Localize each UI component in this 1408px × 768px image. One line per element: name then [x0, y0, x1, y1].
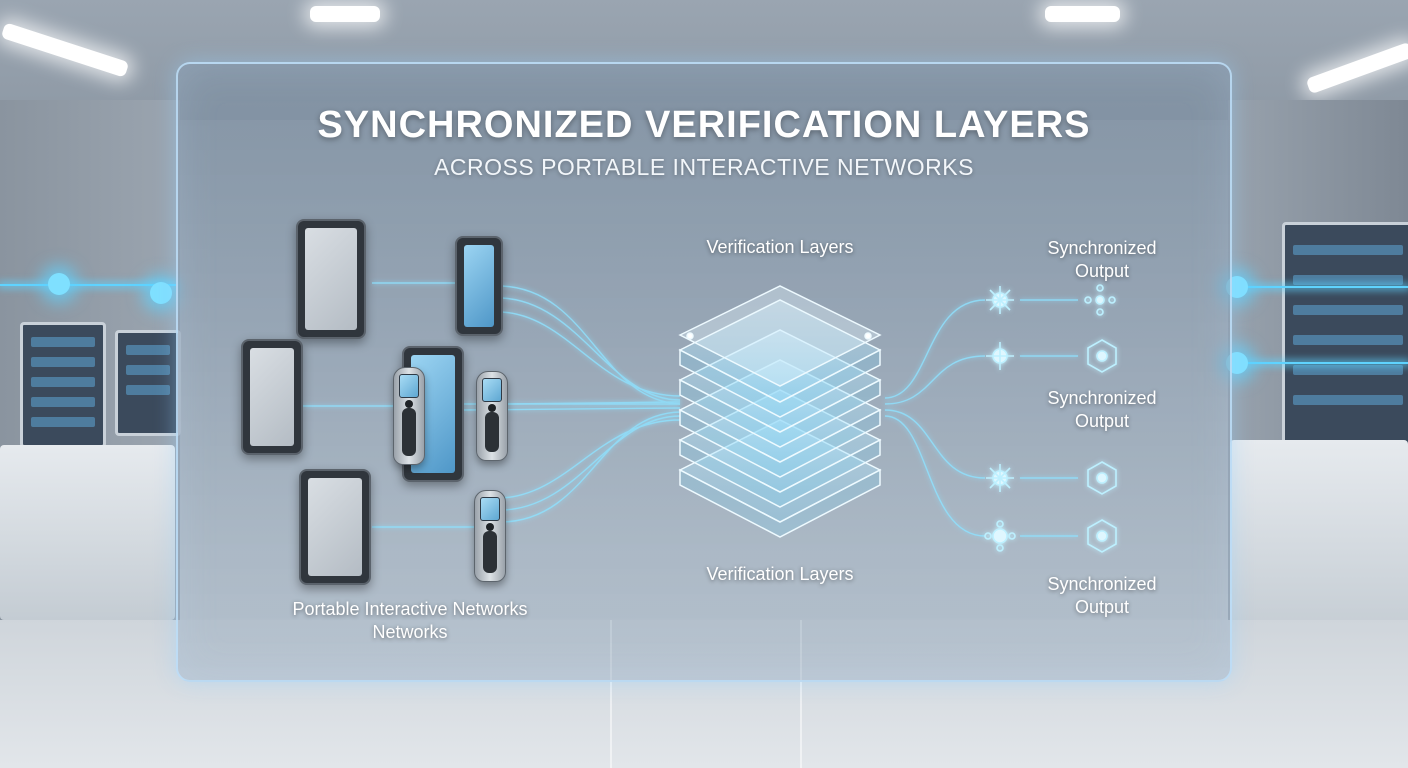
- tablet-device: [241, 339, 303, 455]
- output-label-line1: Synchronized: [1022, 387, 1182, 410]
- output-label-line2: Output: [1022, 260, 1182, 283]
- tablet-device: [455, 236, 503, 336]
- verification-layers-label-top: Verification Layers: [660, 236, 900, 259]
- tablet-device: [296, 219, 366, 339]
- devices-label-line2: Networks: [250, 621, 570, 644]
- network-node-icon: [1088, 340, 1116, 372]
- output-label-line2: Output: [1022, 596, 1182, 619]
- devices-label: Portable Interactive Networks Networks: [250, 598, 570, 644]
- verification-layers-label-bottom: Verification Layers: [660, 563, 900, 586]
- synchronized-output-label: Synchronized Output: [1022, 387, 1182, 433]
- network-node-icon: [1088, 520, 1116, 552]
- network-node-icon: [1085, 285, 1115, 315]
- synchronized-output-label: Synchronized Output: [1022, 573, 1182, 619]
- output-label-line1: Synchronized: [1022, 237, 1182, 260]
- synchronized-output-label: Synchronized Output: [1022, 237, 1182, 283]
- tablet-device: [299, 469, 371, 585]
- devices-label-line1: Portable Interactive Networks: [250, 598, 570, 621]
- network-node-icon: [986, 342, 1014, 370]
- handheld-scanner-device: [393, 367, 425, 465]
- output-label-line1: Synchronized: [1022, 573, 1182, 596]
- network-node-icon: [985, 521, 1015, 551]
- verification-layer-stack: [680, 286, 880, 537]
- network-node-icon: [986, 464, 1014, 492]
- network-node-icon: [1088, 462, 1116, 494]
- handheld-scanner-device: [474, 490, 506, 582]
- output-label-line2: Output: [1022, 410, 1182, 433]
- network-node-icon: [986, 286, 1014, 314]
- handheld-scanner-device: [476, 371, 508, 461]
